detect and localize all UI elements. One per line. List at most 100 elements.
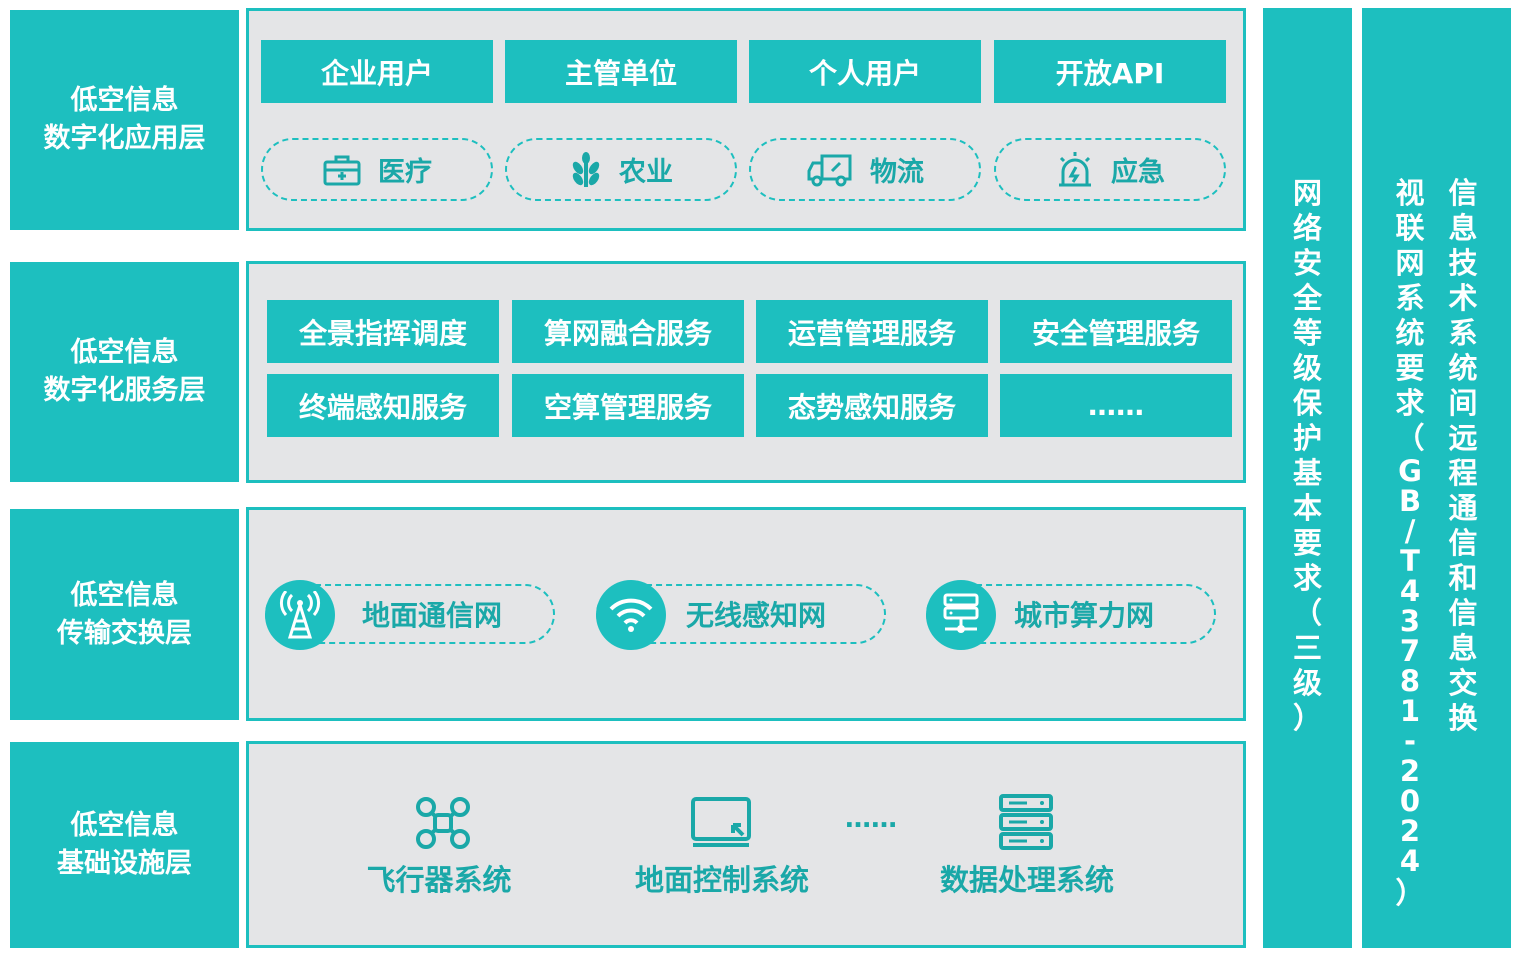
truck-icon — [806, 151, 854, 189]
vertical-char: 信 — [1448, 176, 1478, 210]
network-security-standard: 网络安全等级保护基本要求（三级） — [1263, 8, 1352, 948]
vertical-char: T — [1400, 544, 1420, 578]
layer-label-line1: 低空信息 — [70, 579, 179, 611]
vertical-char: （ — [1292, 596, 1322, 630]
vertical-char: 等 — [1292, 316, 1322, 350]
vertical-char: 求 — [1395, 386, 1425, 420]
vertical-char: B — [1398, 484, 1422, 518]
vertical-char: 术 — [1448, 281, 1478, 315]
domain-label: 农业 — [619, 157, 673, 188]
drone-icon — [405, 795, 481, 851]
service-item[interactable]: 态势感知服务 — [756, 374, 988, 437]
service-item[interactable]: 全景指挥调度 — [267, 300, 499, 363]
urban-computing-network[interactable]: 城市算力网 — [926, 584, 1216, 644]
vertical-char: 3 — [1399, 604, 1421, 638]
layer-label-line2: 数字化应用层 — [43, 123, 206, 154]
service-item[interactable]: 终端感知服务 — [267, 374, 499, 437]
vertical-char: 息 — [1448, 631, 1478, 665]
vertical-char: 间 — [1448, 386, 1478, 420]
layer-label-line1: 低空信息 — [70, 85, 179, 116]
vertical-char: 网 — [1395, 246, 1425, 280]
service-item[interactable]: 安全管理服务 — [1000, 300, 1232, 363]
vertical-char: 技 — [1448, 246, 1478, 280]
vertical-char: 全 — [1292, 281, 1322, 315]
domain-logistics[interactable]: 物流 — [749, 138, 981, 201]
vertical-char: 信 — [1448, 596, 1478, 630]
layer-label-transport: 低空信息 传输交换层 — [10, 509, 239, 720]
vertical-char: 联 — [1395, 211, 1425, 245]
vertical-char: 系 — [1448, 316, 1478, 350]
monitor-icon — [684, 795, 760, 851]
vertical-char: 级 — [1292, 666, 1322, 700]
vertical-char: 求 — [1292, 561, 1322, 595]
vertical-char: 4 — [1399, 844, 1421, 878]
service-item-more[interactable]: …… — [1000, 374, 1232, 437]
vertical-char: 络 — [1292, 211, 1322, 245]
authority-unit-button[interactable]: 主管单位 — [505, 40, 737, 103]
data-processing-system-label: 数据处理系统 — [939, 863, 1114, 897]
alarm-icon — [1055, 150, 1095, 190]
domain-emergency[interactable]: 应急 — [994, 138, 1226, 201]
domain-label: 物流 — [870, 157, 924, 188]
service-item[interactable]: 空算管理服务 — [512, 374, 744, 437]
vertical-char: 安 — [1292, 246, 1322, 280]
transport-layer-panel — [246, 507, 1246, 721]
vertical-char: 4 — [1399, 574, 1421, 608]
vertical-char: ） — [1292, 701, 1322, 735]
service-item[interactable]: 算网融合服务 — [512, 300, 744, 363]
layer-label-line1: 低空信息 — [70, 337, 179, 368]
aircraft-system-label: 飞行器系统 — [366, 863, 512, 897]
vertical-char: 网 — [1292, 176, 1322, 210]
vertical-char: 保 — [1292, 386, 1322, 420]
vertical-char: G — [1398, 454, 1422, 488]
vertical-char: 统 — [1448, 351, 1478, 385]
ground-control-system-label: 地面控制系统 — [634, 863, 809, 897]
domain-medical[interactable]: 医疗 — [261, 138, 493, 201]
signal-tower-icon — [265, 580, 335, 650]
network-security-text: 网络安全等级保护基本要求（三级） — [1293, 176, 1322, 736]
vertical-char: 8 — [1399, 664, 1421, 698]
vertical-char: 交 — [1448, 666, 1478, 700]
wireless-sensing-network[interactable]: 无线感知网 — [596, 584, 886, 644]
vertical-char: 远 — [1448, 421, 1478, 455]
layer-label-service: 低空信息 数字化服务层 — [10, 262, 239, 482]
vertical-char: 视 — [1395, 176, 1425, 210]
vertical-char: 7 — [1399, 634, 1421, 668]
wheat-icon — [569, 151, 603, 189]
video-network-text-col1: 信息技术系统间远程通信和信息交换 — [1449, 176, 1478, 911]
service-layer-panel — [246, 261, 1246, 483]
layer-label-application: 低空信息 数字化应用层 — [10, 10, 239, 230]
server-network-icon — [926, 580, 996, 650]
layer-label-line2: 基础设施层 — [57, 848, 192, 879]
vertical-char: 程 — [1448, 456, 1478, 490]
personal-user-button[interactable]: 个人用户 — [749, 40, 981, 103]
network-label: 城市算力网 — [1014, 599, 1155, 632]
medical-kit-icon — [322, 152, 362, 188]
vertical-char: 要 — [1395, 351, 1425, 385]
vertical-char: 系 — [1395, 281, 1425, 315]
domain-label: 应急 — [1111, 157, 1165, 188]
layer-label-line1: 低空信息 — [70, 810, 179, 841]
vertical-char: 信 — [1448, 526, 1478, 560]
ground-comm-network[interactable]: 地面通信网 — [265, 584, 555, 644]
network-label: 地面通信网 — [362, 599, 503, 632]
vertical-char: 基 — [1292, 456, 1322, 490]
vertical-char: 2 — [1399, 754, 1421, 788]
open-api-button[interactable]: 开放API — [994, 40, 1226, 103]
vertical-char: 通 — [1448, 491, 1478, 525]
vertical-char: 要 — [1292, 526, 1322, 560]
domain-agriculture[interactable]: 农业 — [505, 138, 737, 201]
wifi-icon — [596, 580, 666, 650]
domain-label: 医疗 — [378, 157, 432, 188]
enterprise-user-button[interactable]: 企业用户 — [261, 40, 493, 103]
vertical-char: 本 — [1292, 491, 1322, 525]
vertical-char: （ — [1395, 421, 1425, 455]
service-item[interactable]: 运营管理服务 — [756, 300, 988, 363]
vertical-char: / — [1404, 514, 1416, 548]
layer-label-line2: 数字化服务层 — [43, 375, 206, 406]
vertical-char: 和 — [1448, 561, 1478, 595]
network-label: 无线感知网 — [686, 599, 827, 632]
server-icon — [988, 793, 1064, 851]
